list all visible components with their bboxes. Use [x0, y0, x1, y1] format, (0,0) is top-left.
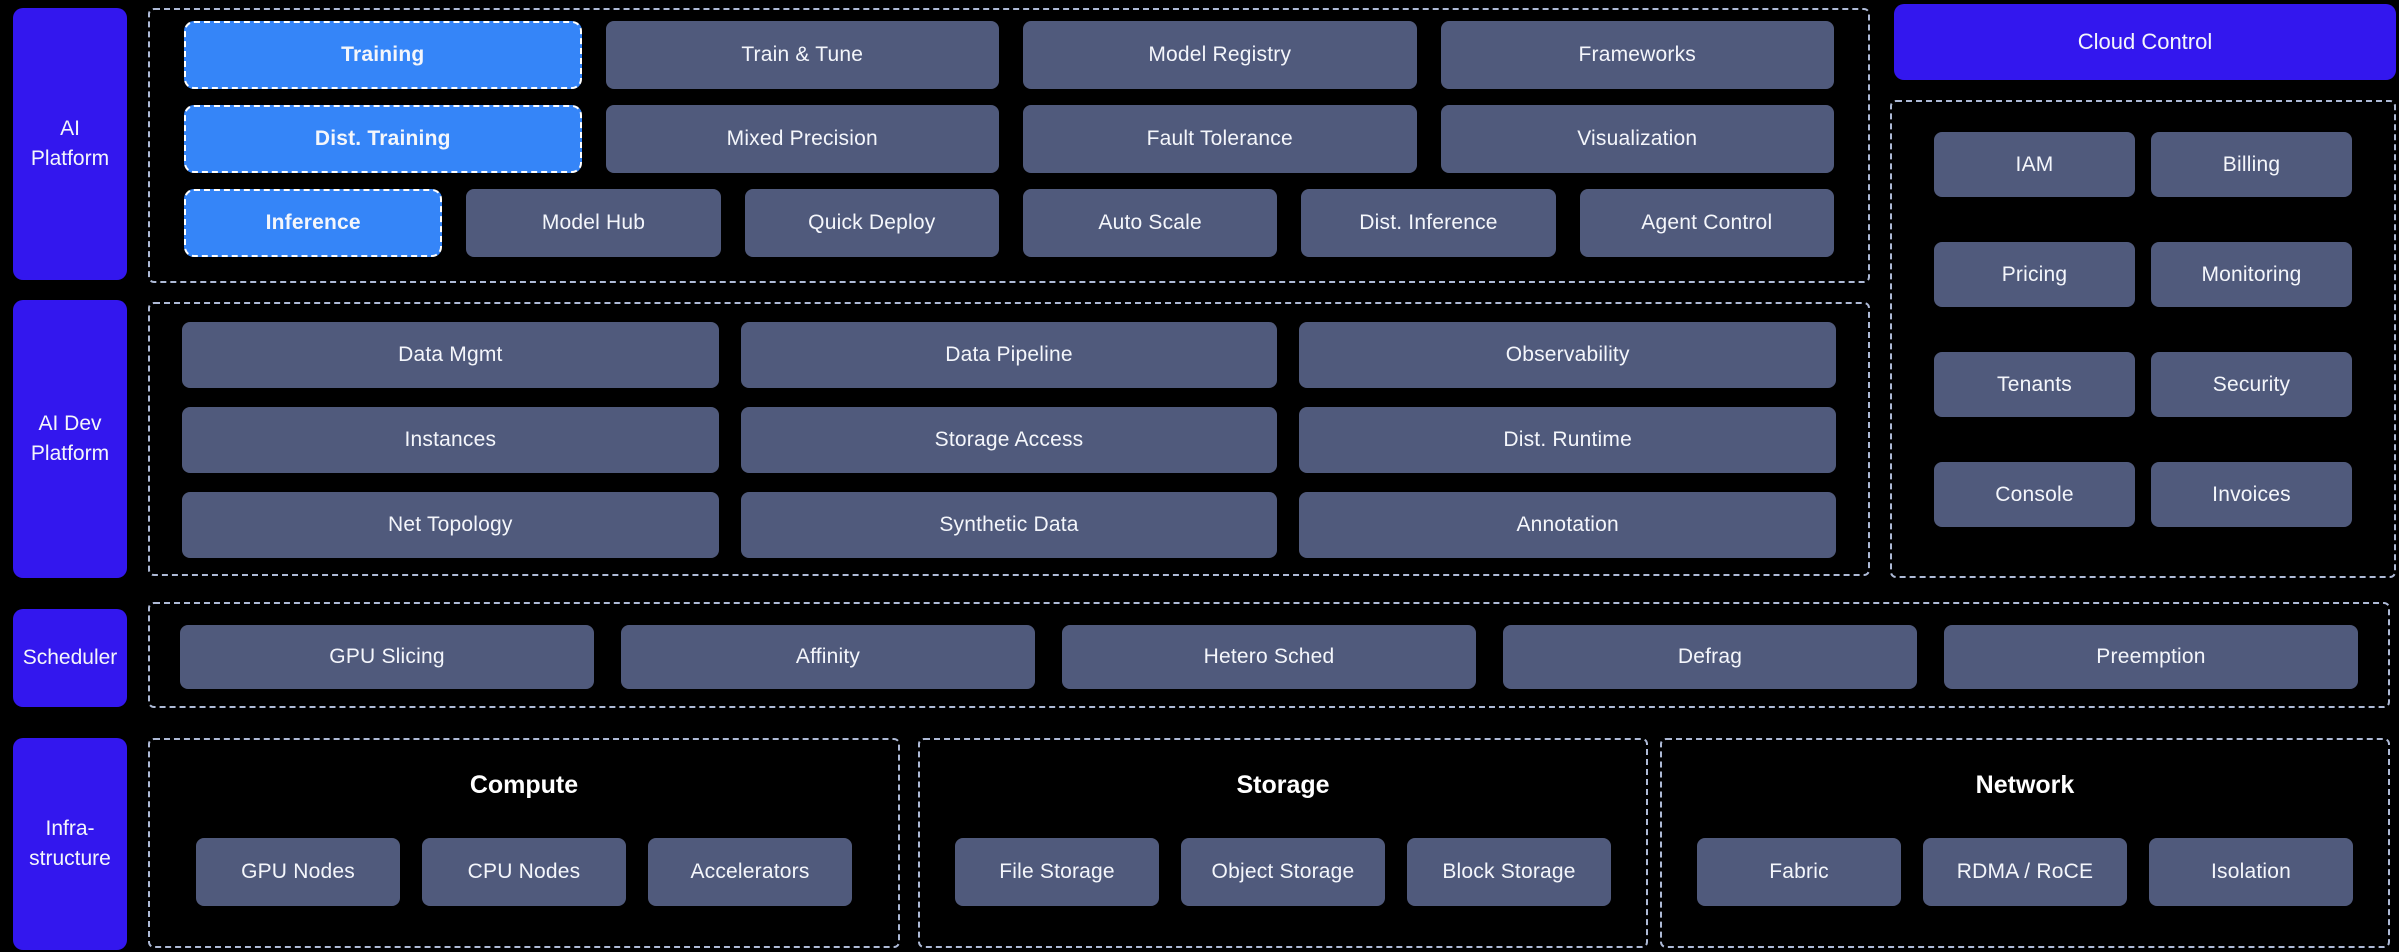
side-label-infrastructure: Infra- structure [13, 738, 127, 950]
tile-synthetic-data[interactable]: Synthetic Data [740, 492, 1278, 558]
tile-net-topology[interactable]: Net Topology [182, 492, 719, 558]
tile-security[interactable]: Security [2151, 352, 2352, 417]
ai-platform-row-1: Training Train & Tune Model Registry Fra… [184, 21, 1834, 89]
tile-model-hub[interactable]: Model Hub [466, 189, 721, 257]
tile-observability[interactable]: Observability [1299, 322, 1837, 388]
tile-gpu-nodes[interactable]: GPU Nodes [196, 838, 400, 906]
tile-dist-runtime[interactable]: Dist. Runtime [1299, 407, 1837, 473]
tile-training[interactable]: Training [184, 21, 582, 89]
tile-data-mgmt[interactable]: Data Mgmt [182, 322, 719, 388]
tile-annotation[interactable]: Annotation [1299, 492, 1837, 558]
tile-isolation[interactable]: Isolation [2149, 838, 2353, 906]
compute-row: GPU Nodes CPU Nodes Accelerators [150, 838, 898, 906]
tile-tenants[interactable]: Tenants [1934, 352, 2135, 417]
ai-platform-panel: Training Train & Tune Model Registry Fra… [148, 8, 1870, 283]
tile-inference[interactable]: Inference [184, 189, 443, 257]
infra-compute-panel: Compute GPU Nodes CPU Nodes Accelerators [148, 738, 900, 948]
ai-dev-row-2: Instances Storage Access Dist. Runtime [182, 407, 1837, 473]
tile-monitoring[interactable]: Monitoring [2151, 242, 2352, 307]
side-label-ai-dev-platform: AI Dev Platform [13, 300, 127, 578]
tile-frameworks[interactable]: Frameworks [1440, 21, 1834, 89]
tile-hetero-sched[interactable]: Hetero Sched [1062, 625, 1476, 689]
tile-visualization[interactable]: Visualization [1440, 105, 1834, 173]
tile-file-storage[interactable]: File Storage [955, 838, 1159, 906]
tile-fault-tolerance[interactable]: Fault Tolerance [1023, 105, 1417, 173]
tile-accelerators[interactable]: Accelerators [648, 838, 852, 906]
storage-row: File Storage Object Storage Block Storag… [920, 838, 1646, 906]
tile-model-registry[interactable]: Model Registry [1023, 21, 1417, 89]
tile-dist-inference[interactable]: Dist. Inference [1301, 189, 1556, 257]
tile-mixed-precision[interactable]: Mixed Precision [605, 105, 999, 173]
tile-pricing[interactable]: Pricing [1934, 242, 2135, 307]
ai-dev-platform-panel: Data Mgmt Data Pipeline Observability In… [148, 302, 1870, 576]
cloud-control-header: Cloud Control [1894, 4, 2396, 80]
storage-title: Storage [1236, 770, 1330, 799]
infra-network-panel: Network Fabric RDMA / RoCE Isolation [1660, 738, 2390, 948]
tile-iam[interactable]: IAM [1934, 132, 2135, 197]
ai-dev-row-3: Net Topology Synthetic Data Annotation [182, 492, 1837, 558]
tile-gpu-slicing[interactable]: GPU Slicing [180, 625, 594, 689]
tile-auto-scale[interactable]: Auto Scale [1022, 189, 1278, 257]
side-label-scheduler: Scheduler [13, 609, 127, 707]
tile-block-storage[interactable]: Block Storage [1407, 838, 1611, 906]
tile-train-tune[interactable]: Train & Tune [605, 21, 999, 89]
tile-affinity[interactable]: Affinity [621, 625, 1035, 689]
tile-storage-access[interactable]: Storage Access [740, 407, 1278, 473]
tile-preemption[interactable]: Preemption [1944, 625, 2358, 689]
ai-platform-row-2: Dist. Training Mixed Precision Fault Tol… [184, 105, 1834, 173]
ai-platform-row-3: Inference Model Hub Quick Deploy Auto Sc… [184, 189, 1834, 257]
side-label-ai-platform: AI Platform [13, 8, 127, 280]
tile-data-pipeline[interactable]: Data Pipeline [740, 322, 1278, 388]
scheduler-panel: GPU Slicing Affinity Hetero Sched Defrag… [148, 602, 2390, 708]
network-title: Network [1975, 770, 2075, 799]
tile-defrag[interactable]: Defrag [1503, 625, 1917, 689]
tile-agent-control[interactable]: Agent Control [1579, 189, 1834, 257]
infra-storage-panel: Storage File Storage Object Storage Bloc… [918, 738, 1648, 948]
compute-title: Compute [469, 770, 579, 799]
ai-dev-row-1: Data Mgmt Data Pipeline Observability [182, 322, 1837, 388]
tile-console[interactable]: Console [1934, 462, 2135, 527]
tile-rdma-roce[interactable]: RDMA / RoCE [1923, 838, 2127, 906]
tile-instances[interactable]: Instances [182, 407, 719, 473]
tile-cpu-nodes[interactable]: CPU Nodes [422, 838, 626, 906]
network-row: Fabric RDMA / RoCE Isolation [1662, 838, 2388, 906]
tile-quick-deploy[interactable]: Quick Deploy [744, 189, 999, 257]
tile-dist-training[interactable]: Dist. Training [184, 105, 582, 173]
tile-invoices[interactable]: Invoices [2151, 462, 2352, 527]
tile-fabric[interactable]: Fabric [1697, 838, 1901, 906]
tile-billing[interactable]: Billing [2151, 132, 2352, 197]
cloud-control-panel: IAM Billing Pricing Monitoring Tenants S… [1890, 100, 2396, 578]
tile-object-storage[interactable]: Object Storage [1181, 838, 1385, 906]
